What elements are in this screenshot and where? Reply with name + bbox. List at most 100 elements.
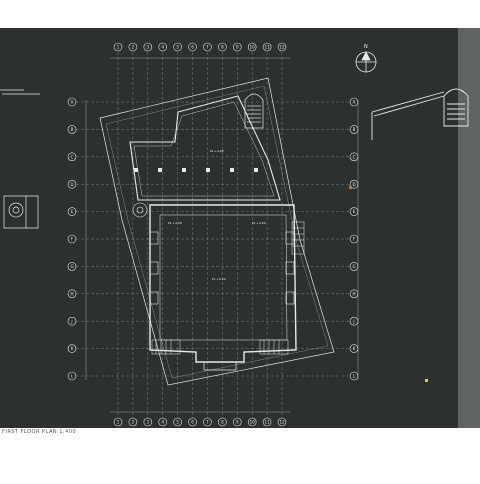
svg-text:K: K [71, 346, 74, 351]
svg-text:J: J [70, 319, 72, 324]
grid-bubble-top: 1 [113, 42, 123, 52]
grid-bubble-left: A [67, 97, 77, 107]
drawing-board [0, 28, 480, 428]
grid-bubble-bottom: 12 [277, 417, 287, 427]
svg-text:G: G [70, 264, 73, 269]
grid-bubble-bottom: 8 [218, 417, 227, 427]
grid-bubble-right: A [349, 97, 359, 107]
room-label-upper-right: PL +3.00 [252, 221, 266, 225]
grid-bubble-top: 12 [277, 42, 287, 52]
svg-text:6: 6 [191, 45, 194, 50]
grid-bubble-top: 3 [143, 42, 153, 52]
grid-bubble-left: C [67, 152, 77, 162]
north-wing-inner [133, 101, 275, 197]
svg-text:3: 3 [147, 420, 150, 425]
svg-text:D: D [70, 182, 73, 187]
svg-text:9: 9 [236, 45, 239, 50]
grid-bubble-left: F [67, 234, 77, 244]
svg-text:E: E [71, 209, 74, 214]
svg-text:12: 12 [279, 420, 285, 425]
svg-text:B: B [353, 127, 356, 132]
grid-bubble-bottom: 6 [188, 417, 197, 427]
svg-text:A: A [71, 100, 74, 105]
site-boundary-outline [99, 77, 335, 386]
page-edge-shadow [458, 28, 480, 428]
svg-text:2: 2 [132, 45, 135, 50]
svg-text:10: 10 [250, 420, 256, 425]
svg-text:F: F [71, 237, 74, 242]
svg-text:C: C [71, 154, 74, 159]
grid-lines [76, 52, 350, 418]
entrance-portal [203, 362, 237, 371]
column-row [134, 168, 258, 172]
grid-bubble-right: G [349, 262, 359, 271]
grid-bubble-top: 4 [158, 42, 168, 52]
svg-text:4: 4 [161, 45, 164, 50]
yellow-marker [425, 379, 428, 382]
grid-bubble-top: 11 [262, 42, 272, 52]
svg-text:E: E [353, 209, 356, 214]
svg-text:11: 11 [265, 420, 271, 425]
svg-text:2: 2 [132, 420, 135, 425]
grid-bubble-right: F [349, 234, 359, 244]
orange-marker [349, 186, 352, 189]
svg-text:7: 7 [206, 420, 209, 425]
svg-text:1: 1 [117, 45, 120, 50]
svg-text:B: B [71, 127, 74, 132]
north-arrow-symbol [355, 51, 377, 73]
grid-bubble-top: 2 [128, 42, 138, 52]
svg-text:4: 4 [161, 420, 164, 425]
svg-text:1: 1 [117, 420, 120, 425]
svg-text:H: H [352, 291, 355, 296]
svg-text:C: C [353, 154, 356, 159]
svg-text:9: 9 [236, 420, 239, 425]
grid-bubble-bottom: 5 [173, 417, 182, 427]
drawing-caption: FIRST FLOOR PLAN 1:400 [2, 429, 77, 435]
svg-text:K: K [353, 346, 356, 351]
pilasters [149, 231, 295, 305]
svg-text:8: 8 [221, 45, 224, 50]
svg-text:11: 11 [265, 45, 271, 50]
north-stair-tower [244, 93, 264, 129]
grid-bubble-left: G [67, 262, 77, 271]
svg-text:J: J [352, 319, 354, 324]
svg-text:3: 3 [147, 45, 150, 50]
grid-bubble-top: 7 [203, 42, 212, 52]
svg-text:H: H [70, 291, 73, 296]
grid-bubble-left: H [67, 289, 77, 299]
grid-bubble-right: K [349, 344, 359, 353]
grid-bubble-bottom: 9 [232, 417, 242, 427]
svg-text:6: 6 [191, 420, 194, 425]
grid-bubble-right: H [349, 289, 359, 299]
corner-stairs [151, 221, 305, 355]
grid-bubble-left: D [67, 179, 77, 189]
grid-bubble-top: 5 [173, 42, 182, 52]
grid-bubble-bottom: 3 [143, 417, 153, 427]
west-spiral-stair [132, 202, 148, 218]
svg-text:A: A [353, 100, 356, 105]
grid-bubble-left: B [67, 125, 77, 134]
grid-bubble-top: 6 [188, 42, 197, 52]
grid-bubble-top: 9 [232, 42, 242, 52]
site-boundary-inner [105, 85, 329, 379]
grid-bubble-right: C [349, 152, 359, 162]
grid-bubble-bottom: 4 [158, 417, 168, 427]
svg-text:8: 8 [221, 420, 224, 425]
svg-text:G: G [352, 264, 355, 269]
grid-bubble-left: E [67, 207, 77, 216]
grid-bubble-right: B [349, 125, 359, 134]
room-label-center: PL +0.00 [212, 277, 226, 281]
grid-bubble-bottom: 1 [113, 417, 123, 427]
grid-bubble-right: J [349, 316, 359, 326]
room-label-north: PL +4.90 [210, 149, 224, 153]
grid-bubble-bottom: 10 [247, 417, 257, 427]
north-arrow-label: N [364, 44, 368, 50]
grid-bubble-top: 8 [218, 42, 227, 52]
grid-bubble-bottom: 2 [128, 417, 138, 427]
svg-text:L: L [71, 374, 74, 379]
svg-text:F: F [353, 237, 356, 242]
grid-bubble-bottom: 7 [203, 417, 212, 427]
grid-bubble-bottom: 11 [262, 417, 272, 427]
